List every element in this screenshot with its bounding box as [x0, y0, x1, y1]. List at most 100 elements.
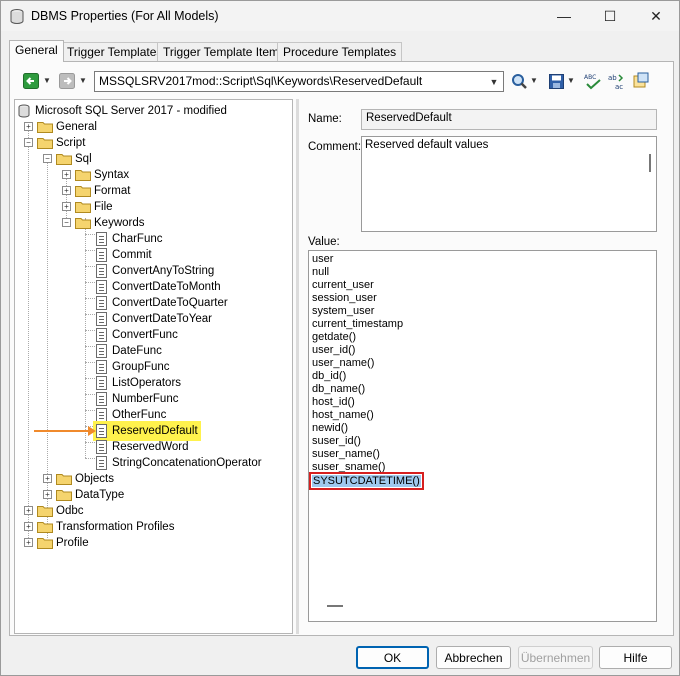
- document-icon: [96, 232, 107, 246]
- tab-trigger-template-items[interactable]: Trigger Template Items: [157, 42, 292, 61]
- replace-button[interactable]: ab ac: [608, 72, 626, 90]
- collapse-icon[interactable]: −: [62, 218, 71, 227]
- back-button[interactable]: [22, 72, 40, 90]
- spellcheck-button[interactable]: ABC: [584, 72, 602, 90]
- value-editor[interactable]: user null current_user session_user syst…: [308, 250, 657, 622]
- tab-general[interactable]: General: [9, 40, 64, 62]
- folder-icon: [37, 506, 53, 517]
- tree-node-transformation-profiles[interactable]: Transformation Profiles: [37, 519, 174, 535]
- collapse-icon[interactable]: −: [43, 154, 52, 163]
- pane-splitter[interactable]: [296, 99, 299, 634]
- tree-item-commit[interactable]: Commit: [96, 247, 152, 263]
- tab-procedure-templates[interactable]: Procedure Templates: [277, 42, 403, 61]
- comment-field[interactable]: Reserved default values: [361, 136, 657, 232]
- tree-item-convertanytostring[interactable]: ConvertAnyToString: [96, 263, 214, 279]
- tree-node-profile[interactable]: Profile: [37, 535, 89, 551]
- value-line: host_name(): [312, 409, 374, 421]
- tree-node-keywords[interactable]: Keywords: [75, 215, 145, 231]
- tree-item-convertdatetomonth[interactable]: ConvertDateToMonth: [96, 279, 221, 295]
- minimize-icon: —: [557, 8, 571, 24]
- tree-node-datatype[interactable]: DataType: [56, 487, 124, 503]
- close-button[interactable]: ✕: [633, 1, 679, 31]
- help-button[interactable]: Hilfe: [599, 646, 672, 669]
- apply-button[interactable]: Übernehmen: [518, 646, 593, 669]
- tree-item-datefunc[interactable]: DateFunc: [96, 343, 162, 359]
- back-dropdown-icon[interactable]: ▼: [43, 76, 51, 85]
- tab-trigger-templates[interactable]: Trigger Templates: [61, 42, 169, 61]
- ok-button[interactable]: OK: [356, 646, 429, 669]
- expand-icon[interactable]: +: [24, 122, 33, 131]
- value-line-highlighted: SYSUTCDATETIME(): [309, 472, 424, 490]
- forward-button[interactable]: [58, 72, 76, 90]
- expand-icon[interactable]: +: [24, 522, 33, 531]
- object-tree[interactable]: Microsoft SQL Server 2017 - modified + G…: [14, 99, 293, 634]
- forward-dropdown-icon[interactable]: ▼: [79, 76, 87, 85]
- tree-item-label: NumberFunc: [112, 393, 179, 405]
- folder-icon: [75, 186, 91, 197]
- find-button[interactable]: [510, 72, 528, 90]
- tree-node-odbc[interactable]: Odbc: [37, 503, 84, 519]
- properties-button[interactable]: [632, 72, 650, 90]
- tree-node-file[interactable]: File: [75, 199, 113, 215]
- tree-item-otherfunc[interactable]: OtherFunc: [96, 407, 166, 423]
- tree-item-label: ConvertFunc: [112, 329, 178, 341]
- value-line: current_timestamp: [312, 318, 404, 330]
- tree-item-label: OtherFunc: [112, 409, 167, 421]
- tree-node-script[interactable]: Script: [37, 135, 85, 151]
- expand-icon[interactable]: +: [62, 186, 71, 195]
- chevron-down-icon[interactable]: ▼: [489, 76, 499, 87]
- tree-item-label: StringConcatenationOperator: [112, 457, 262, 469]
- folder-icon: [75, 170, 91, 181]
- name-value: ReservedDefault: [366, 112, 452, 124]
- maximize-button[interactable]: ☐: [587, 1, 633, 31]
- tree-node-syntax[interactable]: Syntax: [75, 167, 129, 183]
- folder-open-icon: [37, 138, 53, 149]
- scrollbar-thumb[interactable]: [327, 605, 343, 607]
- tree-node-sql[interactable]: Sql: [56, 151, 92, 167]
- tree-root[interactable]: Microsoft SQL Server 2017 - modified: [18, 103, 227, 119]
- tree-node-format[interactable]: Format: [75, 183, 130, 199]
- document-icon: [96, 392, 107, 406]
- tree-item-groupfunc[interactable]: GroupFunc: [96, 359, 170, 375]
- value-line: current_user: [312, 279, 374, 291]
- tree-item-convertdatetoyear[interactable]: ConvertDateToYear: [96, 311, 212, 327]
- document-icon: [96, 328, 107, 342]
- tree-item-label: ReservedWord: [112, 441, 189, 453]
- tree-item-label: ConvertDateToQuarter: [112, 297, 228, 309]
- tree-item-convertdatetoquarter[interactable]: ConvertDateToQuarter: [96, 295, 228, 311]
- svg-text:ab: ab: [608, 74, 617, 82]
- expand-icon[interactable]: +: [24, 506, 33, 515]
- collapse-icon[interactable]: −: [24, 138, 33, 147]
- name-field[interactable]: ReservedDefault: [361, 109, 657, 130]
- document-icon: [96, 376, 107, 390]
- tree-node-general[interactable]: General: [37, 119, 97, 135]
- svg-text:ABC: ABC: [584, 74, 596, 81]
- document-icon: [96, 280, 107, 294]
- tree-item-numberfunc[interactable]: NumberFunc: [96, 391, 178, 407]
- tree-item-stringconcatenationoperator[interactable]: StringConcatenationOperator: [96, 455, 262, 471]
- value-line: user: [312, 253, 334, 265]
- expand-icon[interactable]: +: [24, 538, 33, 547]
- tree-item-convertfunc[interactable]: ConvertFunc: [96, 327, 178, 343]
- tree-item-reserveddefault-selected[interactable]: ReservedDefault: [93, 421, 201, 441]
- title-bar: DBMS Properties (For All Models) — ☐ ✕: [1, 1, 679, 31]
- minimize-button[interactable]: —: [541, 1, 587, 31]
- save-button[interactable]: [547, 72, 565, 90]
- tree-node-objects[interactable]: Objects: [56, 471, 114, 487]
- scrollbar-thumb[interactable]: [649, 154, 651, 172]
- expand-icon[interactable]: +: [62, 202, 71, 211]
- tree-item-reservedword[interactable]: ReservedWord: [96, 439, 189, 455]
- cancel-button[interactable]: Abbrechen: [436, 646, 511, 669]
- document-icon: [96, 408, 107, 422]
- path-combobox[interactable]: MSSQLSRV2017mod::Script\Sql\Keywords\Res…: [94, 71, 504, 92]
- expand-icon[interactable]: +: [43, 474, 52, 483]
- close-icon: ✕: [650, 7, 662, 24]
- expand-icon[interactable]: +: [43, 490, 52, 499]
- tree-item-charfunc[interactable]: CharFunc: [96, 231, 163, 247]
- tree-root-label: Microsoft SQL Server 2017 - modified: [35, 105, 227, 117]
- save-dropdown-icon[interactable]: ▼: [567, 76, 575, 85]
- tree-item-listoperators[interactable]: ListOperators: [96, 375, 181, 391]
- expand-icon[interactable]: +: [62, 170, 71, 179]
- general-tab-panel: ▼ ▼ MSSQLSRV2017mod::Script\Sql\Keywords…: [9, 61, 674, 636]
- find-dropdown-icon[interactable]: ▼: [530, 76, 538, 85]
